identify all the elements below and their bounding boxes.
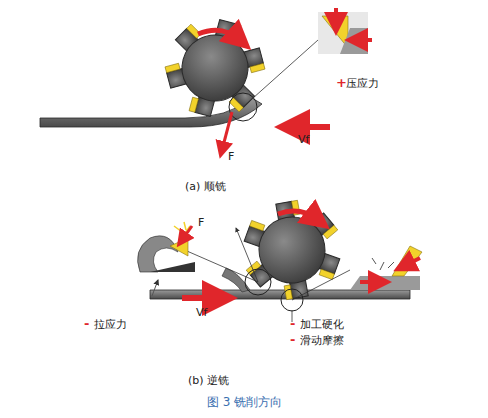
leader-line xyxy=(243,40,318,107)
rotation-arrow xyxy=(198,30,240,40)
leader-line xyxy=(292,270,350,300)
text-label: Vf xyxy=(196,306,207,319)
text-label: 压应力 xyxy=(346,77,379,90)
inset-detail xyxy=(350,246,422,290)
force-arrow xyxy=(222,112,232,150)
text-label: 加工硬化 xyxy=(300,318,344,331)
chip xyxy=(222,268,250,292)
text-label: (a) 顺铣 xyxy=(185,180,226,193)
text-label: F xyxy=(198,216,204,229)
inset-detail xyxy=(138,222,195,296)
text-label: 拉应力 xyxy=(94,318,127,331)
sign-mark: - xyxy=(290,333,295,346)
text-label: F xyxy=(228,150,234,163)
rotation-arrow xyxy=(278,211,318,220)
sign-mark: + xyxy=(336,76,347,89)
sign-mark: - xyxy=(84,317,89,330)
text-label: 滑动摩擦 xyxy=(300,334,344,347)
sign-mark: - xyxy=(290,317,295,330)
text-label: (b) 逆铣 xyxy=(188,374,229,387)
figure-caption: 图 3 铣削方向 xyxy=(207,394,282,411)
milling-cutter xyxy=(156,9,275,127)
force-line xyxy=(236,228,258,282)
feed-arrow xyxy=(292,124,330,130)
feed-arrow xyxy=(182,295,220,301)
inset-detail xyxy=(318,8,372,54)
text-label: Vf xyxy=(298,133,309,146)
workpiece xyxy=(150,290,410,299)
